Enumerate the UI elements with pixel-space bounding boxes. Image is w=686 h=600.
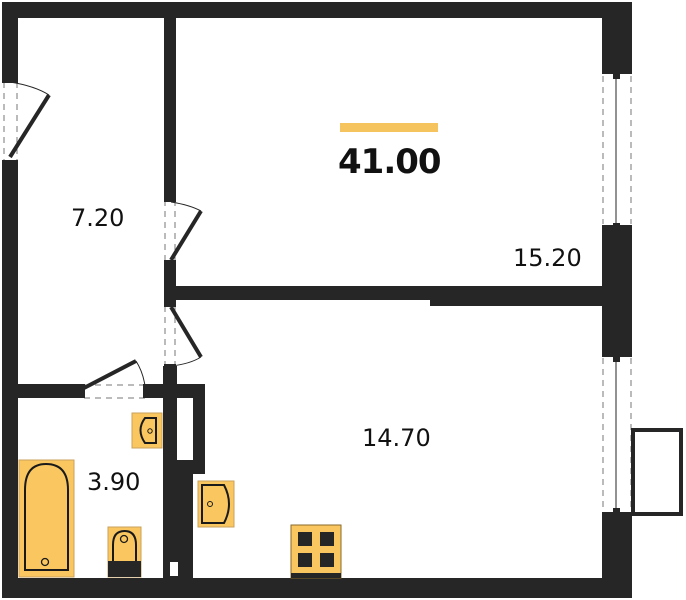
bathroom-door-icon (80, 359, 148, 399)
bathroom-sink-icon (131, 412, 163, 449)
entrance-door-icon (2, 78, 51, 165)
balcony-icon (631, 428, 683, 516)
kitchen-sink-icon (197, 480, 235, 528)
stove-icon (290, 524, 342, 579)
room-area-bedroom: 15.20 (513, 244, 582, 272)
kitchen-window-icon (602, 353, 632, 516)
total-area: 41.00 (338, 142, 442, 182)
bedroom-door-icon (164, 197, 203, 265)
bathtub-icon (18, 459, 75, 578)
toilet-icon (107, 526, 142, 578)
room-area-kitchen-living: 14.70 (362, 424, 431, 452)
room-area-bathroom: 3.90 (87, 468, 141, 496)
bedroom-window-icon (602, 70, 632, 229)
walls (2, 2, 632, 598)
room-area-hallway: 7.20 (71, 204, 125, 232)
total-area-accent-bar (340, 123, 438, 132)
kitchen-door-icon (164, 302, 203, 369)
